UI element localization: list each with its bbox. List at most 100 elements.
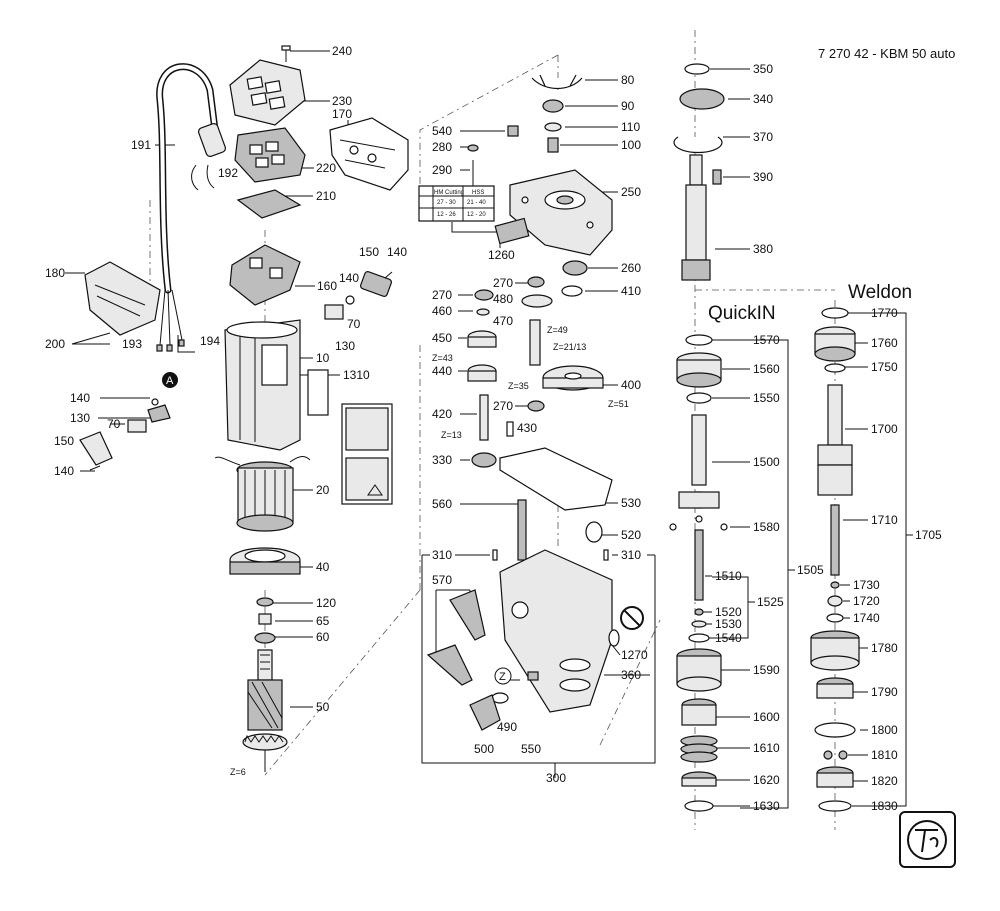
washer-280 bbox=[467, 144, 479, 152]
part-label-1510: 1510 bbox=[715, 569, 742, 583]
part-label-140-a: 140 bbox=[387, 245, 407, 259]
part-label-250: 250 bbox=[621, 185, 641, 199]
gear-mark-z49: Z=49 bbox=[547, 325, 568, 335]
part-label-1720: 1720 bbox=[853, 594, 880, 608]
field-coil-20 bbox=[214, 456, 311, 532]
lever-570-lower bbox=[426, 644, 473, 686]
ring-410 bbox=[561, 285, 583, 297]
callout-z-label: Z bbox=[499, 671, 506, 683]
part-label-330: 330 bbox=[432, 453, 452, 467]
part-label-1520: 1520 bbox=[715, 605, 742, 619]
part-label-550: 550 bbox=[521, 742, 541, 756]
section-title-quickin: QuickIN bbox=[708, 303, 776, 324]
part-label-520: 520 bbox=[621, 528, 641, 542]
lever-570-upper bbox=[449, 589, 486, 641]
knob-500 bbox=[469, 694, 501, 731]
washer-460 bbox=[476, 308, 490, 316]
bearing-270-top bbox=[527, 276, 545, 288]
sleeve-100 bbox=[547, 137, 559, 153]
gear-mark-z51: Z=51 bbox=[608, 399, 629, 409]
brush-plate-160 bbox=[229, 244, 301, 306]
ring-1800 bbox=[814, 722, 856, 738]
callout-z-marker bbox=[494, 667, 512, 685]
part-label-60: 60 bbox=[316, 630, 330, 644]
part-label-1730: 1730 bbox=[853, 578, 880, 592]
part-label-10: 10 bbox=[316, 351, 330, 365]
washer-65 bbox=[258, 613, 272, 625]
circlip-1830 bbox=[818, 800, 852, 812]
ring-1770 bbox=[821, 307, 849, 319]
disc-1530 bbox=[691, 620, 707, 628]
part-label-1590: 1590 bbox=[753, 663, 780, 677]
part-label-120: 120 bbox=[316, 596, 336, 610]
plate-210 bbox=[236, 189, 302, 219]
part-label-380: 380 bbox=[753, 242, 773, 256]
part-label-40: 40 bbox=[316, 560, 330, 574]
part-label-1770: 1770 bbox=[871, 306, 898, 320]
part-label-400: 400 bbox=[621, 378, 641, 392]
fein-logo bbox=[899, 811, 956, 868]
part-label-1740: 1740 bbox=[853, 611, 880, 625]
gear-mark-z21-13: Z=21/13 bbox=[553, 342, 586, 352]
cable-ends-193-194 bbox=[156, 289, 185, 352]
part-label-1310: 1310 bbox=[343, 368, 370, 382]
part-label-192: 192 bbox=[218, 166, 238, 180]
left-assembly: A bbox=[71, 45, 409, 772]
sleeve-1790 bbox=[816, 677, 854, 699]
sleeve-1820 bbox=[816, 766, 854, 788]
warning-sticker-panel bbox=[341, 403, 393, 505]
document-title: 7 270 42 - KBM 50 auto bbox=[818, 46, 955, 61]
gear-mark-z35: Z=35 bbox=[508, 381, 529, 391]
spring-1510 bbox=[694, 529, 704, 601]
part-label-140-b: 140 bbox=[339, 271, 359, 285]
part-label-310-right: 310 bbox=[621, 548, 641, 562]
ring-1570 bbox=[685, 334, 713, 346]
bar-560 bbox=[517, 499, 527, 561]
part-label-1505: 1505 bbox=[797, 563, 824, 577]
weldon-spindle-assembly bbox=[810, 307, 860, 812]
part-label-450: 450 bbox=[432, 331, 452, 345]
ring-1550 bbox=[686, 392, 712, 404]
table-header-cutting: Cutting bbox=[445, 190, 464, 196]
sleeve-1760 bbox=[814, 326, 856, 362]
part-label-1550: 1550 bbox=[753, 391, 780, 405]
part-label-90: 90 bbox=[621, 99, 635, 113]
bearing-340 bbox=[679, 88, 725, 110]
ball-1580-mid bbox=[695, 515, 703, 523]
bearing-270-left bbox=[474, 289, 494, 301]
part-label-220: 220 bbox=[316, 161, 336, 175]
part-label-1710: 1710 bbox=[871, 513, 898, 527]
sleeve-1780 bbox=[810, 630, 860, 671]
part-label-360: 360 bbox=[621, 668, 641, 682]
part-label-130-a: 130 bbox=[335, 339, 355, 353]
pin-310-left bbox=[492, 549, 498, 561]
shaft-470 bbox=[529, 319, 541, 366]
part-label-193: 193 bbox=[122, 337, 142, 351]
callout-a-label: A bbox=[166, 375, 174, 387]
ball-1810-left bbox=[823, 750, 833, 760]
part-label-1760: 1760 bbox=[871, 336, 898, 350]
nipple-z bbox=[527, 671, 539, 681]
sleeve-1600 bbox=[681, 698, 717, 726]
part-label-200: 200 bbox=[45, 337, 65, 351]
screw-540 bbox=[507, 125, 519, 137]
spindle-1700 bbox=[817, 384, 853, 496]
part-number-labels: 240 230 170 191 192 220 210 150 140 180 … bbox=[45, 44, 942, 813]
part-label-1540: 1540 bbox=[715, 631, 742, 645]
switch-cover-230 bbox=[229, 59, 306, 126]
circlip-1630 bbox=[684, 800, 714, 812]
gear-cover-250 bbox=[509, 169, 613, 256]
part-label-160: 160 bbox=[317, 279, 337, 293]
part-label-1820: 1820 bbox=[871, 774, 898, 788]
ball-1580-left bbox=[669, 523, 677, 531]
part-label-1560: 1560 bbox=[753, 362, 780, 376]
sleeve-1590 bbox=[676, 648, 722, 692]
strain-relief-192 bbox=[191, 123, 227, 191]
part-label-1700: 1700 bbox=[871, 422, 898, 436]
part-label-1830: 1830 bbox=[871, 799, 898, 813]
switch-220 bbox=[234, 127, 306, 183]
part-label-1525: 1525 bbox=[757, 595, 784, 609]
part-label-570: 570 bbox=[432, 573, 452, 587]
part-label-70-a: 70 bbox=[347, 317, 361, 331]
